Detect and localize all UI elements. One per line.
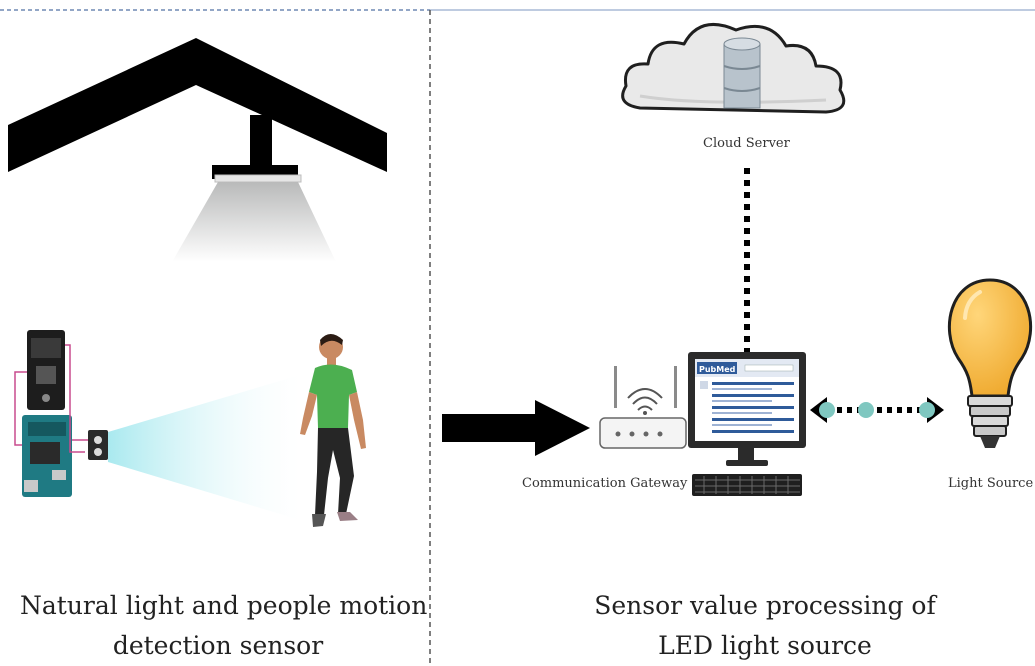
- right-caption: Sensor value processing of LED light sou…: [570, 586, 960, 666]
- right-caption-line1: Sensor value processing of: [594, 591, 936, 620]
- left-caption: Natural light and people motion detectio…: [20, 586, 428, 666]
- database-icon: [723, 37, 761, 109]
- link-node-2: [858, 402, 874, 418]
- light-source-label: Light Source: [948, 476, 1034, 491]
- cloud-server-label: Cloud Server: [703, 136, 790, 151]
- walking-person: [300, 334, 366, 527]
- router-icon: [599, 366, 687, 449]
- lamp-light-cone: [172, 182, 336, 262]
- computer-icon: PubMed: [688, 352, 806, 496]
- lamp-pole: [250, 115, 272, 175]
- left-caption-line1: Natural light and people motion: [20, 591, 428, 620]
- data-flow-arrow: [442, 400, 590, 456]
- communication-gateway-label: Communication Gateway: [522, 476, 688, 491]
- keyboard: [692, 474, 802, 496]
- person-pants: [315, 428, 354, 515]
- right-caption-line2: LED light source: [658, 631, 872, 660]
- motion-sensor: [88, 430, 108, 460]
- sensor-detection-beam: [108, 375, 300, 520]
- link-node-3: [919, 402, 935, 418]
- person-shirt: [309, 364, 357, 428]
- lamp-fixture: [214, 174, 302, 183]
- pc-logo-text: PubMed: [699, 365, 736, 374]
- left-caption-line2: detection sensor: [112, 631, 324, 660]
- roof-shape: [8, 38, 387, 172]
- ceiling-lamp-illustration: [8, 38, 387, 262]
- bulb-link-arrow: [810, 397, 944, 423]
- light-bulb-icon: [947, 278, 1033, 448]
- link-node-1: [819, 402, 835, 418]
- sensor-hardware: [14, 330, 300, 520]
